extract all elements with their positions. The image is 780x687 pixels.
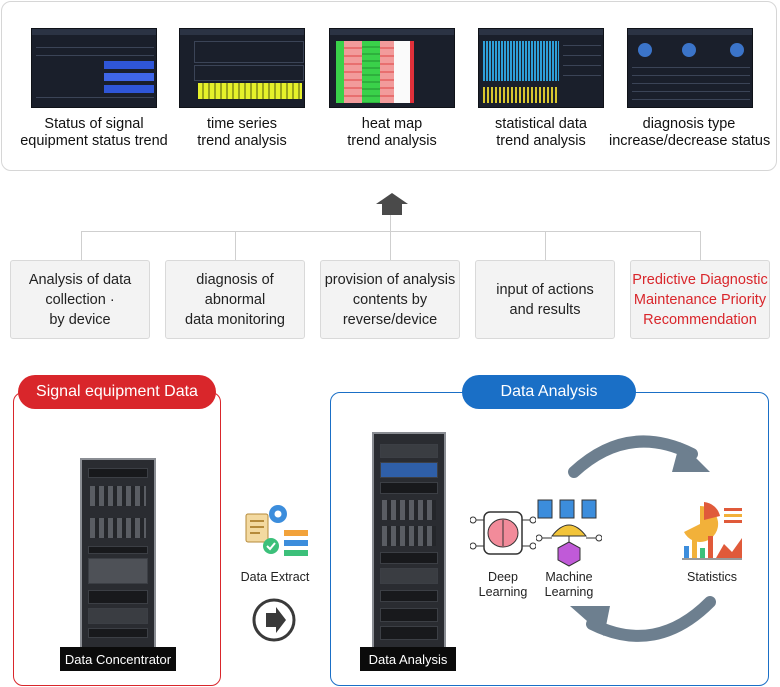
statistics-thumbnail xyxy=(478,28,604,108)
data-extract-label: Data Extract xyxy=(240,570,310,584)
connector-line xyxy=(81,231,82,261)
cycle-arrow-icon xyxy=(570,596,716,642)
heatmap-thumbnail xyxy=(329,28,455,108)
connector-line xyxy=(390,215,391,261)
connector-line xyxy=(545,231,546,261)
timeseries-thumbnail xyxy=(179,28,305,108)
status-dashboard-thumbnail xyxy=(31,28,157,108)
connector-line xyxy=(235,231,236,261)
statistics-icon xyxy=(682,502,742,560)
diagnosis-thumbnail xyxy=(627,28,753,108)
brain-icon xyxy=(470,511,536,555)
cycle-arrow-icon xyxy=(568,435,710,478)
up-arrow-icon xyxy=(376,193,408,215)
data-concentrator-rack xyxy=(80,458,156,668)
right-arrow-icon xyxy=(252,598,296,642)
data-analysis-rack xyxy=(372,432,446,666)
data-concentrator-label: Data Concentrator xyxy=(60,647,176,671)
signal-equipment-title: Signal equipment Data xyxy=(18,375,216,409)
machine-learning-icon xyxy=(536,499,602,567)
statistics-label: Statistics xyxy=(686,570,737,584)
connector-line xyxy=(700,231,701,261)
data-extract-icon xyxy=(245,505,308,556)
data-analysis-title: Data Analysis xyxy=(462,375,636,409)
data-analysis-label: Data Analysis xyxy=(360,647,456,671)
connector-line xyxy=(81,231,701,232)
